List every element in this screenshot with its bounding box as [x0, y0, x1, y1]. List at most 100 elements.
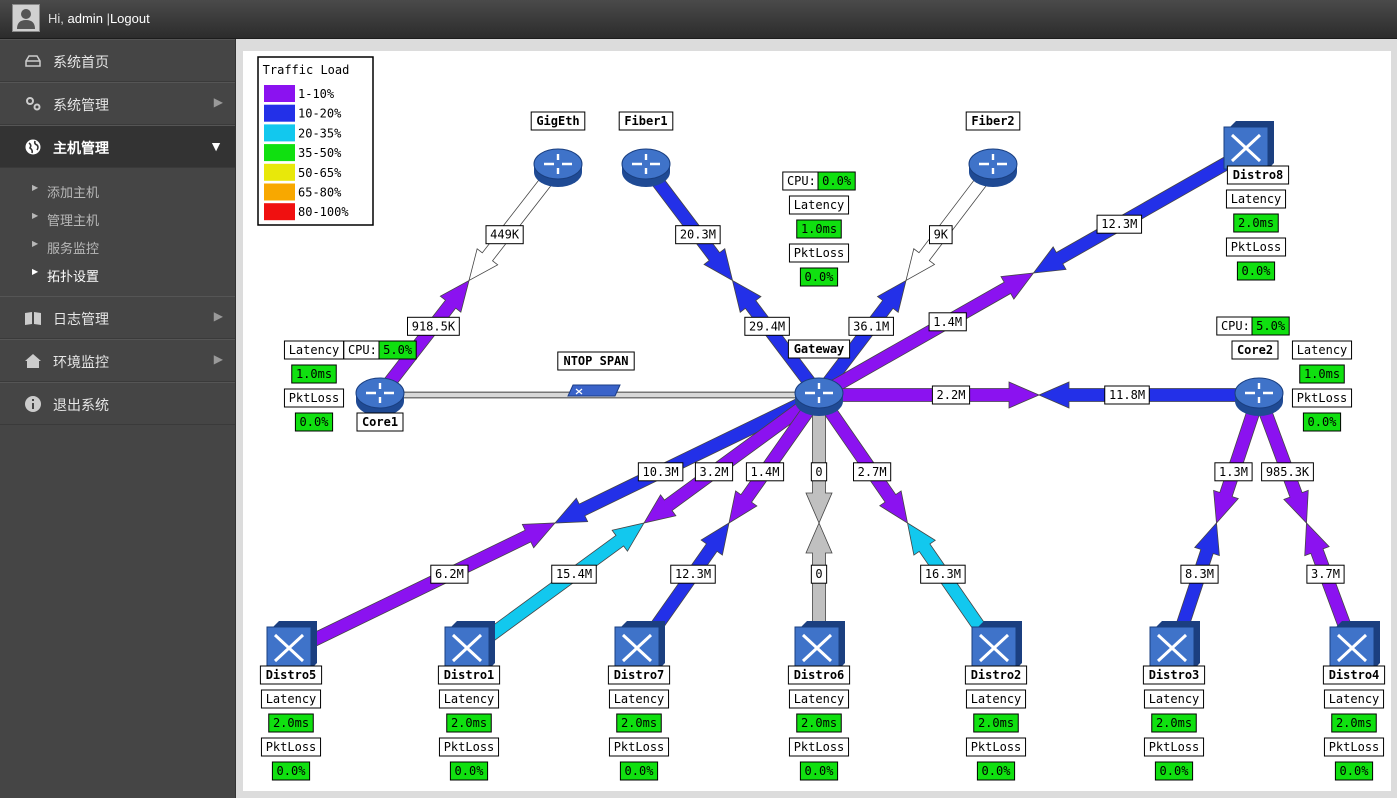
node-name-label-text: Core1 — [362, 415, 398, 429]
pktloss-label-box — [608, 737, 670, 757]
traffic-label: 15.4M — [551, 564, 597, 584]
pktloss-value: 0.0% — [799, 761, 839, 781]
node-name-label-text: Distro2 — [971, 668, 1022, 682]
node-distro6[interactable] — [794, 621, 845, 670]
traffic-label-text: 9K — [934, 228, 949, 242]
pktloss-value-text: 0.0% — [625, 764, 655, 778]
node-fiber1[interactable] — [621, 148, 671, 187]
traffic-label: 29.4M — [744, 316, 790, 336]
drive-icon — [24, 52, 42, 70]
traffic-label: 6.2M — [430, 564, 469, 584]
legend-item-label: 1-10% — [298, 87, 335, 101]
submenu-item-4[interactable]: ▶拓扑设置 — [0, 260, 235, 288]
traffic-label-text: 8.3M — [1185, 567, 1214, 581]
latency-value: 1.0ms — [1299, 364, 1345, 384]
link-gateway-distro7 — [633, 390, 825, 656]
node-fiber2[interactable] — [968, 148, 1018, 187]
node-distro7[interactable] — [614, 621, 665, 670]
pktloss-label-text: PktLoss — [1329, 740, 1380, 754]
sidebar-item-6[interactable]: 退出系统 — [0, 382, 235, 425]
latency-value-box — [1233, 213, 1279, 233]
router-arrows — [805, 383, 833, 403]
latency-value: 2.0ms — [973, 713, 1019, 733]
node-name-label: Distro4 — [1322, 665, 1386, 685]
node-distro1[interactable] — [444, 621, 495, 670]
node-name-label-box — [618, 111, 674, 131]
pktloss-label-text: PktLoss — [971, 740, 1022, 754]
cpu-label: CPU: — [343, 340, 382, 360]
link-gateway-core2 — [818, 381, 1260, 409]
link-fiber2-gateway — [813, 161, 999, 400]
traffic-label-text: 20.3M — [680, 228, 716, 242]
node-distro5[interactable] — [266, 621, 317, 670]
node-name-label-box — [1322, 665, 1386, 685]
node-gigeth[interactable] — [533, 148, 583, 187]
traffic-label-box — [485, 225, 524, 245]
node-name-label: GigEth — [530, 111, 586, 131]
span-tap-mark — [575, 388, 583, 395]
traffic-label: 9K — [929, 225, 953, 245]
node-name-label-box — [1226, 165, 1290, 185]
node-gateway[interactable] — [794, 377, 844, 416]
latency-value-text: 2.0ms — [621, 716, 657, 730]
traffic-label-text: 6.2M — [435, 567, 464, 581]
sidebar-item-label: 系统管理 — [53, 97, 109, 113]
sidebar-item-5[interactable]: 环境监控▶ — [0, 339, 235, 382]
router-top — [794, 377, 844, 409]
cpu-value-text: 5.0% — [383, 343, 413, 357]
router-arrows — [544, 154, 572, 174]
traffic-label-box — [920, 564, 966, 584]
traffic-label: 0 — [810, 462, 828, 482]
pktloss-label: PktLoss — [965, 737, 1027, 757]
submenu-item-1[interactable]: ▶添加主机 — [0, 176, 235, 204]
logout-link[interactable]: Logout — [109, 11, 150, 26]
traffic-label: 3.2M — [694, 462, 734, 482]
sidebar-item-4[interactable]: 日志管理▶ — [0, 296, 235, 339]
globe-icon — [24, 138, 42, 156]
node-core1[interactable] — [355, 377, 405, 416]
top-bar: Hi, admin |Logout — [0, 0, 1397, 39]
node-distro2[interactable] — [971, 621, 1022, 670]
legend-title: Traffic Load — [263, 63, 350, 77]
latency-value-box — [1299, 364, 1345, 384]
link-arrow-out — [1032, 144, 1252, 274]
node-distro8[interactable] — [1223, 121, 1274, 170]
node-name-label-box — [965, 111, 1021, 131]
node-name-label-text: Core2 — [1237, 343, 1273, 357]
node-name-label-text: Distro1 — [444, 668, 495, 682]
cpu-label-text: CPU: — [787, 174, 816, 188]
sidebar-item-2[interactable]: 系统管理▶ — [0, 82, 235, 125]
submenu-item-3[interactable]: ▶服务监控 — [0, 232, 235, 260]
pktloss-label-text: PktLoss — [1297, 391, 1348, 405]
latency-label: Latency — [260, 689, 322, 709]
traffic-label-text: 15.4M — [556, 567, 592, 581]
user-avatar-icon[interactable] — [12, 4, 40, 32]
legend-item-label: 80-100% — [298, 205, 349, 219]
latency-label-box — [260, 689, 322, 709]
traffic-label-text: 16.3M — [925, 567, 961, 581]
node-core2[interactable] — [1234, 377, 1284, 416]
traffic-label-box — [810, 462, 828, 482]
pktloss-value-box — [1334, 761, 1374, 781]
link-arrow-in — [815, 272, 1035, 402]
submenu-item-2[interactable]: ▶管理主机 — [0, 204, 235, 232]
traffic-label: 11.8M — [1104, 385, 1150, 405]
traffic-label-text: 2.2M — [937, 388, 966, 402]
router-top — [533, 148, 583, 180]
node-distro3[interactable] — [1149, 621, 1200, 670]
pktloss-value-box — [1302, 412, 1342, 432]
sidebar-item-3[interactable]: 主机管理▼ — [0, 125, 235, 168]
node-distro4[interactable] — [1329, 621, 1380, 670]
switch-x — [978, 633, 1010, 663]
pktloss-label-text: PktLoss — [289, 391, 340, 405]
latency-value: 2.0ms — [616, 713, 662, 733]
cpu-value-text: 0.0% — [822, 174, 852, 188]
node-name-label-box — [787, 339, 851, 359]
traffic-label-text: 3.7M — [1311, 567, 1340, 581]
sidebar-item-1[interactable]: 系统首页 — [0, 39, 235, 82]
traffic-label-text: 29.4M — [749, 319, 785, 333]
